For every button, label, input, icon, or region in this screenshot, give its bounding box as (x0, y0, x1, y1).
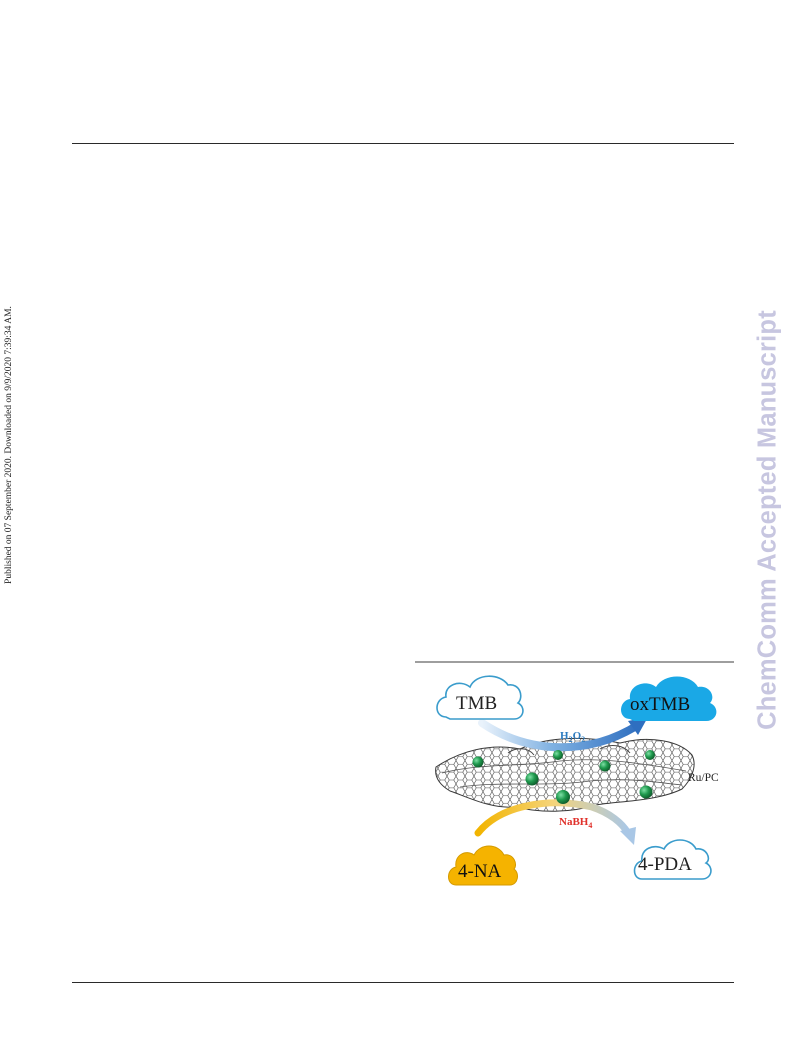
toc-graphic: Ru/PC H2O2 NaBH4 TMB oxTMB 4-NA 4-PDA (420, 663, 734, 895)
oxtmb-label: oxTMB (630, 694, 690, 715)
oxidant-label: H2O2 (560, 730, 585, 744)
ru-nanoparticle (553, 750, 563, 760)
header-rule (72, 143, 734, 144)
ru-nanoparticle (639, 785, 653, 799)
ru-nanoparticles (472, 750, 655, 804)
watermark-text: ChemComm Accepted Manuscript (753, 310, 782, 730)
footer-rule (72, 982, 734, 983)
ru-nanoparticle (645, 750, 655, 760)
oxtmb-cloud: oxTMB (621, 676, 717, 721)
publication-side-note: Published on 07 September 2020. Download… (0, 290, 18, 600)
4na-label: 4-NA (458, 861, 502, 882)
reductant-label: NaBH4 (559, 816, 592, 830)
tmb-label: TMB (456, 693, 497, 714)
4pda-cloud: 4-PDA (633, 839, 712, 880)
ru-nanoparticle (599, 760, 611, 772)
catalyst-label: Ru/PC (688, 772, 719, 784)
accepted-manuscript-watermark: ChemComm Accepted Manuscript (748, 280, 788, 760)
ru-nanoparticle (472, 756, 484, 768)
ru-nanoparticle (556, 790, 570, 804)
4na-cloud: 4-NA (448, 845, 518, 886)
toc-graphic-svg: Ru/PC H2O2 NaBH4 TMB oxTMB 4-NA 4-PDA (435, 675, 719, 886)
figure-top-rule (415, 661, 734, 663)
ru-nanoparticle (525, 772, 539, 786)
tmb-cloud: TMB (436, 675, 524, 720)
4pda-label: 4-PDA (638, 854, 692, 875)
publication-side-note-text: Published on 07 September 2020. Download… (4, 306, 14, 584)
oxidation-arrow (478, 717, 648, 752)
reduction-arrow (474, 799, 636, 845)
